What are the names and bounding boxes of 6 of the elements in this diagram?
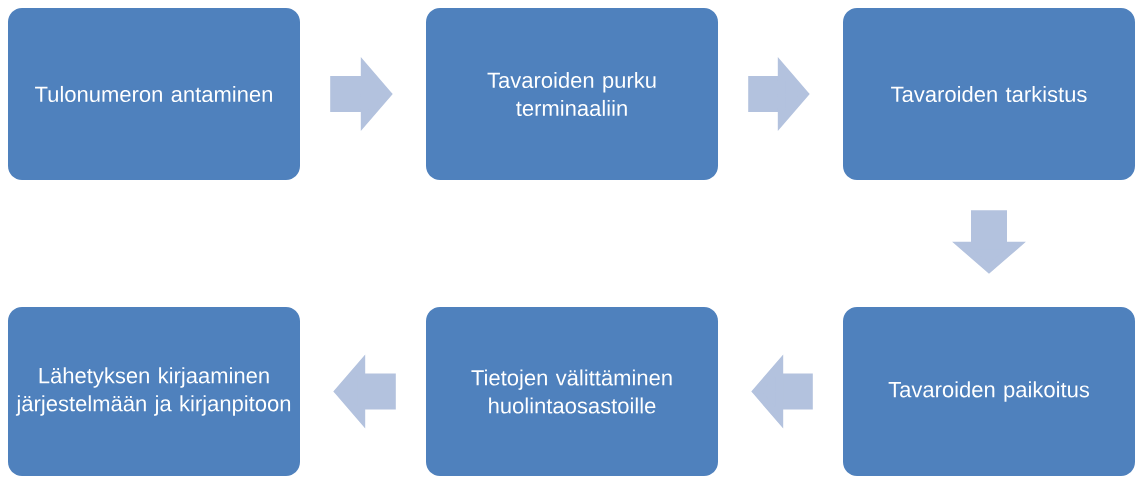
process-box: Tulonumeron antaminen <box>8 8 300 180</box>
process-box: Lähetyksen kirjaaminen järjestelmään ja kirjanpitoon <box>8 307 300 476</box>
process-box: Tietojen välittäminen huolintaosastoille <box>426 307 718 476</box>
process-box: Tavaroiden tarkistus <box>843 8 1135 180</box>
process-box: Tavaroiden paikoitus <box>843 307 1135 476</box>
process-box: Tavaroiden purku terminaaliin <box>426 8 718 180</box>
